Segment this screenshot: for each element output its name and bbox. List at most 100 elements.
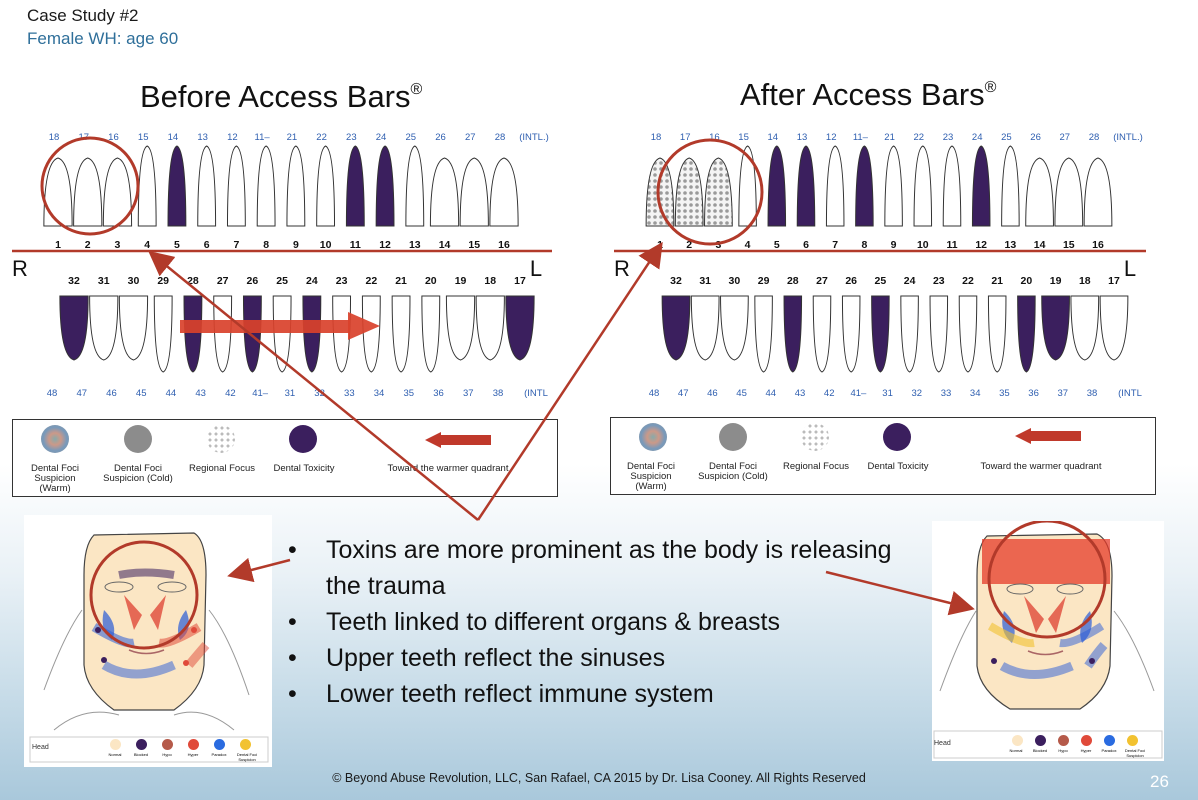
universal-upper-number: 3 xyxy=(715,239,721,251)
intl-lower-number: 34 xyxy=(374,388,385,399)
upper-tooth xyxy=(73,157,103,227)
focus-circle xyxy=(40,136,140,236)
universal-upper-number: 5 xyxy=(174,239,180,251)
lower-tooth xyxy=(475,295,505,361)
universal-lower-number: 30 xyxy=(128,275,140,287)
face-legend-label: Head xyxy=(32,744,49,751)
before-face-map: Head Normal Blocked Hypo Hyper Paradox D… xyxy=(24,515,272,767)
upper-tooth xyxy=(1054,157,1084,227)
upper-tooth xyxy=(459,157,489,227)
universal-upper-number: 8 xyxy=(861,239,867,251)
dental-foci-swatch xyxy=(1127,735,1138,746)
intl-lower-number: 38 xyxy=(493,388,504,399)
universal-upper-number: 6 xyxy=(204,239,210,251)
warm-foci-symbol xyxy=(639,423,667,451)
dental-foci-swatch xyxy=(240,739,251,750)
paradox-swatch xyxy=(214,739,225,750)
lower-tooth xyxy=(332,295,352,373)
after-face-legend: Normal Blocked Hypo Hyper Paradox Dental… xyxy=(1010,733,1160,758)
intl-lower-number: 46 xyxy=(106,388,117,399)
lower-tooth xyxy=(118,295,149,361)
hypo-swatch xyxy=(1058,735,1069,746)
universal-lower-number: 22 xyxy=(962,275,974,287)
universal-lower-number: 24 xyxy=(904,275,916,287)
upper-tooth xyxy=(345,145,365,227)
intl-upper-number: 14 xyxy=(768,132,779,143)
universal-upper-number: 14 xyxy=(1034,239,1046,251)
universal-upper-number: 7 xyxy=(832,239,838,251)
face-legend-hypo: Hypo xyxy=(1058,748,1068,753)
upper-tooth xyxy=(43,157,73,227)
universal-upper-number: 1 xyxy=(657,239,663,251)
universal-lower-number: 32 xyxy=(670,275,682,287)
face-legend-blocked: Blocked xyxy=(1032,748,1048,753)
universal-upper-number: 14 xyxy=(439,239,451,251)
upper-tooth xyxy=(167,145,187,227)
universal-lower-number: 27 xyxy=(217,275,229,287)
intl-lower-number: 31 xyxy=(285,388,296,399)
lower-tooth xyxy=(272,295,292,373)
universal-lower-number: 20 xyxy=(1021,275,1033,287)
universal-lower-number: 23 xyxy=(336,275,348,287)
lower-tooth xyxy=(841,295,861,373)
paradox-swatch xyxy=(1104,735,1115,746)
universal-lower-number: 29 xyxy=(758,275,770,287)
upper-tooth xyxy=(855,145,874,227)
universal-upper-number: 16 xyxy=(1092,239,1104,251)
universal-upper-number: 12 xyxy=(379,239,391,251)
upper-tooth xyxy=(971,145,991,227)
findings-list: Toxins are more prominent as the body is… xyxy=(288,532,908,712)
upper-tooth xyxy=(256,145,276,227)
universal-upper-number: 10 xyxy=(917,239,929,251)
universal-upper-number: 4 xyxy=(745,239,751,251)
intl-upper-number: 13 xyxy=(797,132,808,143)
intl-upper-number: 11– xyxy=(255,132,271,143)
intl-lower-number: 31 xyxy=(882,388,893,399)
legend-warm-label: Dental Foci Suspicion (Warm) xyxy=(626,461,676,492)
upper-tooth xyxy=(704,157,733,227)
upper-tooth xyxy=(489,157,519,227)
legend-arrow-label: Toward the warmer quadrant xyxy=(980,461,1102,472)
lower-tooth xyxy=(421,295,441,373)
lower-tooth xyxy=(987,295,1007,373)
universal-lower-number: 30 xyxy=(729,275,741,287)
intl-upper-number: 15 xyxy=(738,132,749,143)
universal-upper-number: 9 xyxy=(293,239,299,251)
intl-upper-number: 18 xyxy=(49,132,60,143)
lower-tooth xyxy=(783,295,803,373)
warm-foci-symbol xyxy=(41,425,69,453)
lower-tooth xyxy=(1099,295,1129,361)
universal-lower-number: 23 xyxy=(933,275,945,287)
intl-upper-number: 15 xyxy=(138,132,149,143)
after-heading: After Access Bars® xyxy=(740,77,997,112)
warmer-quadrant-arrow-shaft xyxy=(1031,431,1081,441)
lower-tooth xyxy=(183,295,203,373)
legend-regional-label: Regional Focus xyxy=(188,463,255,474)
universal-upper-number: 11 xyxy=(946,239,957,251)
intl-lower-number: 37 xyxy=(1058,388,1069,399)
intl-upper-number: 16 xyxy=(108,132,119,143)
left-side-label: L xyxy=(1124,256,1136,281)
lower-tooth xyxy=(929,295,949,373)
intl-upper-number: 22 xyxy=(914,132,925,143)
cold-foci-symbol xyxy=(124,425,152,453)
upper-tooth xyxy=(825,145,845,227)
intl-lower-number: 33 xyxy=(344,388,355,399)
face-legend-paradox: Paradox xyxy=(211,752,227,757)
universal-upper-number: 6 xyxy=(803,239,809,251)
universal-lower-number: 17 xyxy=(1108,275,1120,287)
intl-upper-number: 25 xyxy=(406,132,417,143)
lower-tooth xyxy=(900,295,919,373)
universal-lower-number: 24 xyxy=(306,275,318,287)
universal-lower-number: 26 xyxy=(247,275,259,287)
universal-lower-number: 19 xyxy=(1050,275,1062,287)
warmer-quadrant-arrow-shaft xyxy=(441,435,491,445)
regional-focus-symbol xyxy=(801,423,829,451)
upper-tooth xyxy=(286,145,306,227)
right-side-label: R xyxy=(614,256,630,281)
upper-tooth xyxy=(884,145,903,227)
normal-swatch xyxy=(110,739,121,750)
